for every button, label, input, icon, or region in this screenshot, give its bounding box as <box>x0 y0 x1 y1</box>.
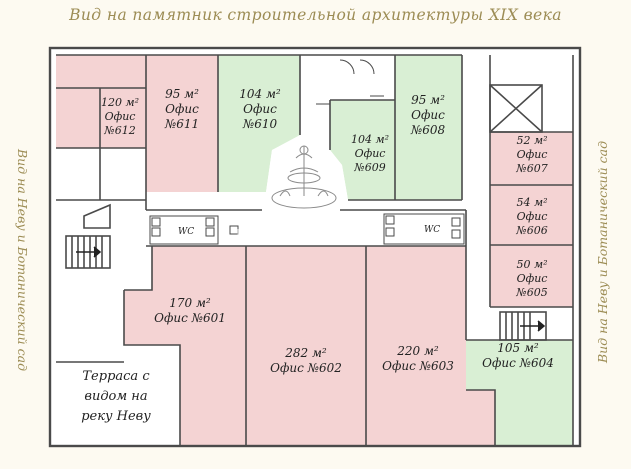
office-602[interactable] <box>246 246 366 446</box>
stairs-right-arrow <box>520 320 546 332</box>
office-label-line: №608 <box>410 123 446 137</box>
courtyard <box>262 142 348 212</box>
office-label-line: №611 <box>164 117 199 131</box>
office-label-line: 170 м² <box>169 296 211 310</box>
office-608[interactable] <box>395 55 462 200</box>
office-label-line: №609 <box>353 161 385 174</box>
stairs-right <box>499 311 547 341</box>
elevator-shaft <box>489 84 543 133</box>
office-label-line: Офис №602 <box>270 361 342 375</box>
wc-label-left: WC <box>178 227 194 237</box>
office-610[interactable] <box>218 55 300 192</box>
office-label-line: 220 м² <box>396 344 439 358</box>
stairs-left <box>65 235 111 269</box>
office-label-line: Офис №603 <box>382 359 454 373</box>
office-label-line: 104 м² <box>351 133 389 146</box>
office-label-line: Офис №604 <box>482 356 554 370</box>
terrace-line-1: Терраса с <box>82 369 150 384</box>
office-label-line: №612 <box>103 124 135 137</box>
terrace-line-2: видом на <box>84 389 147 404</box>
office-606[interactable] <box>490 185 573 245</box>
office-611[interactable] <box>146 55 218 192</box>
office-label-line: №610 <box>242 117 278 131</box>
wc-block-right <box>383 213 465 245</box>
office-label-line: 282 м² <box>284 346 327 360</box>
office-label-line: №605 <box>515 286 547 299</box>
office-label-line: 52 м² <box>516 134 547 147</box>
office-607[interactable] <box>490 132 573 185</box>
stairs-left-arrow <box>76 246 102 258</box>
office-label-line: Офис <box>165 102 199 116</box>
stairs-flight-top <box>83 203 111 229</box>
office-label-line: 95 м² <box>411 93 445 107</box>
watermark: РЕНТАВИК <box>236 226 326 244</box>
office-609[interactable] <box>330 100 395 200</box>
office-label-line: 50 м² <box>516 258 547 271</box>
office-605[interactable] <box>490 245 573 307</box>
wc-fixtures <box>151 215 461 239</box>
office-603[interactable] <box>366 246 495 446</box>
office-label-line: Офис <box>105 110 136 123</box>
office-label-line: Офис <box>517 148 548 161</box>
wc-label-right: WC <box>424 225 440 235</box>
office-label-line: Офис <box>355 147 386 160</box>
terrace-line-3: реку Неву <box>81 409 151 424</box>
office-label-line: Офис <box>411 108 445 122</box>
office-label-line: 120 м² <box>101 96 139 109</box>
door-swings <box>316 59 384 105</box>
office-601[interactable] <box>124 246 246 446</box>
plan-title: Вид на памятник строительной архитектуры… <box>69 6 562 24</box>
office-label-line: Офис <box>517 272 548 285</box>
fountain-icon <box>271 145 337 209</box>
office-label-line: №607 <box>515 162 547 175</box>
outer-wall <box>48 46 582 448</box>
office-604[interactable] <box>466 340 573 446</box>
office-label-line: 95 м² <box>165 87 199 101</box>
office-label-line: Офис №601 <box>154 311 226 325</box>
office-label-line: 104 м² <box>239 87 281 101</box>
elevator-cross <box>489 84 543 133</box>
office-label-line: 105 м² <box>497 341 539 355</box>
office-label-line: Офис <box>243 102 277 116</box>
office-label-line: №606 <box>515 224 547 237</box>
stairs-right-steps <box>505 312 531 340</box>
office-612[interactable] <box>56 55 146 148</box>
terrace-area <box>56 362 176 446</box>
inner-walls <box>56 54 574 446</box>
office-label-line: 54 м² <box>516 196 547 209</box>
office-label-line: Офис <box>517 210 548 223</box>
